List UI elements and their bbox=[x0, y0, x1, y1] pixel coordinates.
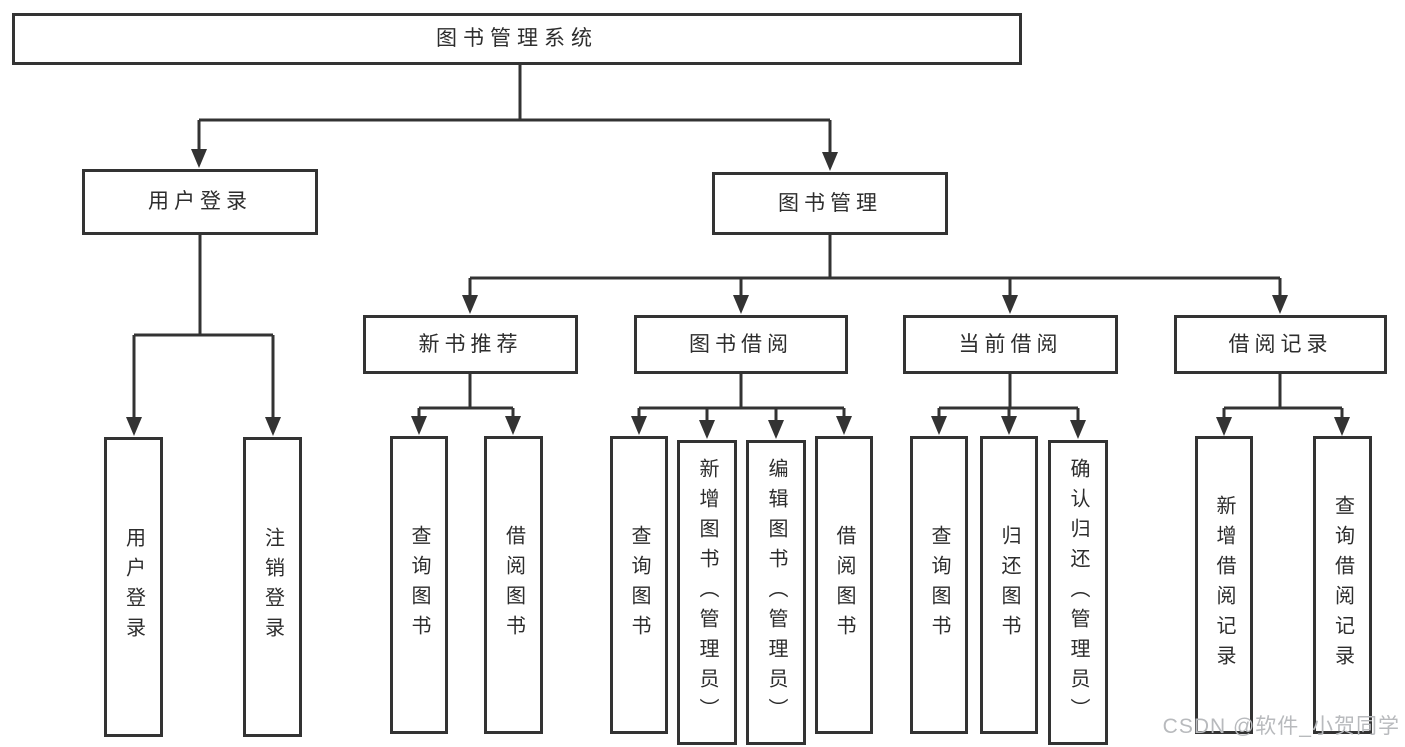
node-label: 查询借阅记录 bbox=[1331, 495, 1354, 675]
node-edit-book-admin-leaf: 编辑图书（管理员） bbox=[746, 440, 806, 745]
node-label: 图书管理系统 bbox=[436, 27, 598, 51]
node-confirm-return-admin-leaf: 确认归还（管理员） bbox=[1048, 440, 1108, 745]
node-user-login: 用户登录 bbox=[82, 169, 318, 235]
node-label: 注销登录 bbox=[261, 527, 284, 647]
node-label: 用户登录 bbox=[122, 527, 145, 647]
csdn-watermark: CSDN @软件_小贺同学 bbox=[1162, 715, 1400, 738]
node-book-management: 图书管理 bbox=[712, 172, 948, 235]
node-query-books-leaf: 查询图书 bbox=[390, 436, 448, 734]
node-query-books-leaf: 查询图书 bbox=[610, 436, 668, 734]
node-label: 归还图书 bbox=[998, 525, 1020, 645]
node-library-management-system: 图书管理系统 bbox=[12, 13, 1022, 65]
arrowheads-group bbox=[126, 149, 1350, 439]
node-query-borrow-record-leaf: 查询借阅记录 bbox=[1313, 436, 1372, 734]
node-add-borrow-record-leaf: 新增借阅记录 bbox=[1195, 436, 1253, 734]
node-label: 编辑图书（管理员） bbox=[765, 457, 787, 728]
node-new-book-recommend: 新书推荐 bbox=[363, 315, 578, 374]
node-label: 图书借阅 bbox=[689, 332, 793, 356]
node-label: 确认归还（管理员） bbox=[1067, 457, 1089, 728]
node-borrow-records: 借阅记录 bbox=[1174, 315, 1387, 374]
node-label: 查询图书 bbox=[928, 525, 950, 645]
node-book-borrowing: 图书借阅 bbox=[634, 315, 848, 374]
node-borrow-books-leaf: 借阅图书 bbox=[815, 436, 873, 734]
node-label: 借阅图书 bbox=[833, 525, 855, 645]
node-label: 借阅记录 bbox=[1228, 332, 1333, 356]
node-query-books-leaf: 查询图书 bbox=[910, 436, 968, 734]
node-label: 图书管理 bbox=[778, 191, 882, 215]
node-label: 新书推荐 bbox=[418, 332, 523, 356]
node-user-login-leaf: 用户登录 bbox=[104, 437, 163, 737]
node-label: 当前借阅 bbox=[958, 332, 1063, 356]
node-return-books-leaf: 归还图书 bbox=[980, 436, 1038, 734]
node-current-borrowing: 当前借阅 bbox=[903, 315, 1118, 374]
node-borrow-books-leaf: 借阅图书 bbox=[484, 436, 543, 734]
node-label: 新增借阅记录 bbox=[1213, 495, 1235, 675]
node-logout-leaf: 注销登录 bbox=[243, 437, 302, 737]
node-label: 借阅图书 bbox=[502, 525, 525, 645]
node-label: 查询图书 bbox=[628, 525, 650, 645]
node-add-book-admin-leaf: 新增图书（管理员） bbox=[677, 440, 737, 745]
node-label: 新增图书（管理员） bbox=[696, 457, 718, 728]
node-label: 查询图书 bbox=[408, 525, 430, 645]
node-label: 用户登录 bbox=[148, 190, 252, 214]
connector-group bbox=[132, 64, 1344, 422]
